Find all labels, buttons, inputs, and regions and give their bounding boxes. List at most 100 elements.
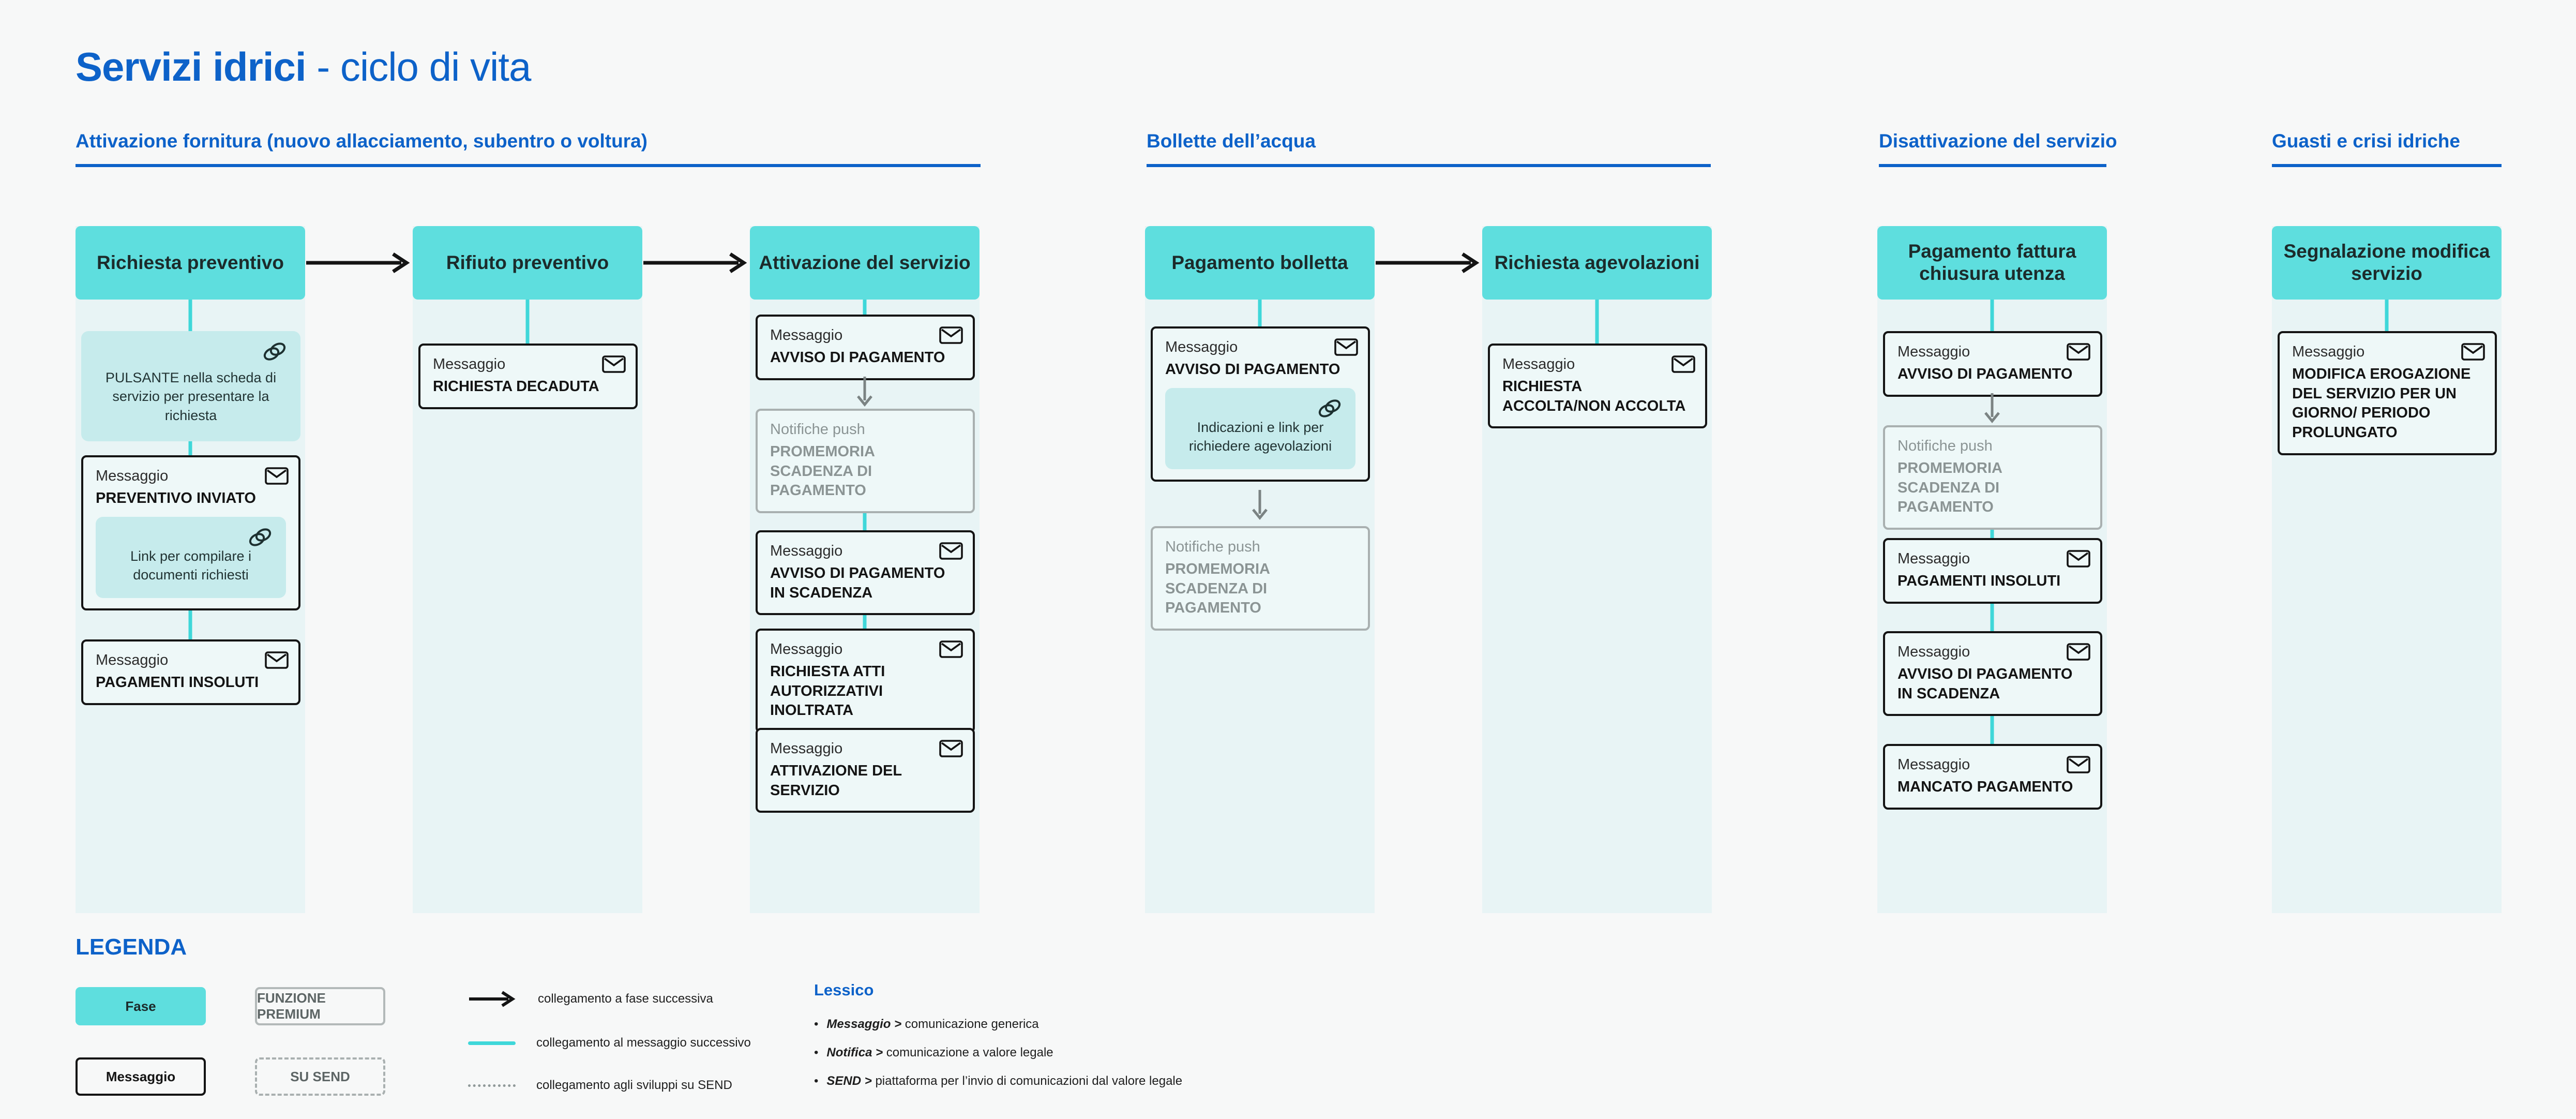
section-underline bbox=[2272, 164, 2502, 167]
message-label: Messaggio bbox=[96, 652, 169, 668]
premium-note: PULSANTE nella scheda di servizio per pr… bbox=[81, 331, 300, 442]
push-label: Notifiche push bbox=[1897, 438, 1993, 454]
envelope-icon bbox=[2067, 343, 2090, 361]
connector-line bbox=[188, 596, 192, 648]
push-label: Notifiche push bbox=[1165, 539, 1260, 555]
message-attivazione-servizio: Messaggio ATTIVAZIONE DEL SERVIZIO bbox=[756, 728, 975, 813]
premium-note-text: PULSANTE nella scheda di servizio per pr… bbox=[105, 370, 277, 423]
message-label: Messaggio bbox=[1165, 339, 1238, 355]
message-avviso-pagamento: Messaggio AVVISO DI PAGAMENTO bbox=[1883, 331, 2102, 397]
legend-messaggio-sample: Messaggio bbox=[76, 1057, 206, 1096]
phase-richiesta-agevolazioni: Richiesta agevolazioni bbox=[1482, 226, 1712, 300]
phase-pagamento-bolletta: Pagamento bolletta bbox=[1145, 226, 1375, 300]
section-header-guasti: Guasti e crisi idriche bbox=[2272, 130, 2460, 152]
column-richiesta-preventivo: Richiesta preventivo PULSANTE nella sche… bbox=[76, 226, 305, 913]
link-note: Indicazioni e link per richiedere agevol… bbox=[1165, 387, 1355, 469]
message-label: Messaggio bbox=[1502, 356, 1575, 372]
message-avviso-pagamento: Messaggio AVVISO DI PAGAMENTO Indicazion… bbox=[1151, 326, 1370, 482]
arrow-down-icon bbox=[1984, 393, 2000, 423]
message-label: Messaggio bbox=[770, 543, 843, 559]
lessico-term: Messaggio > bbox=[826, 1017, 902, 1031]
message-title: AVVISO DI PAGAMENTO bbox=[1897, 366, 2073, 382]
connector-line bbox=[1990, 588, 1994, 640]
lessico-item: Notifica > comunicazione a valore legale bbox=[814, 1046, 1486, 1060]
column-rifiuto-preventivo: Rifiuto preventivo Messaggio RICHIESTA D… bbox=[413, 226, 642, 913]
push-title: PROMEMORIA SCADENZA DI PAGAMENTO bbox=[770, 443, 875, 499]
push-notification-box: Notifiche push PROMEMORIA SCADENZA DI PA… bbox=[1151, 526, 1370, 631]
message-preventivo-inviato: Messaggio PREVENTIVO INVIATO Link per co… bbox=[81, 455, 300, 610]
section-underline bbox=[1879, 164, 2106, 167]
envelope-icon bbox=[602, 355, 626, 373]
lessico-list: Messaggio > comunicazione generica Notif… bbox=[814, 1017, 1486, 1088]
lessico-title: Lessico bbox=[814, 981, 874, 999]
phase-richiesta-preventivo: Richiesta preventivo bbox=[76, 226, 305, 300]
message-label: Messaggio bbox=[770, 327, 843, 344]
envelope-icon bbox=[1671, 355, 1695, 373]
teal-line-sample bbox=[468, 1041, 516, 1045]
column-segnalazione-modifica: Segnalazione modifica servizio Messaggio… bbox=[2272, 226, 2502, 913]
message-avviso-scadenza: Messaggio AVVISO DI PAGAMENTO IN SCADENZ… bbox=[1883, 631, 2102, 717]
legend-fase-sample: Fase bbox=[76, 987, 206, 1025]
message-modifica-erogazione: Messaggio MODIFICA EROGAZIONE DEL SERVIZ… bbox=[2278, 331, 2497, 455]
connector-line bbox=[188, 293, 192, 340]
envelope-icon bbox=[939, 326, 963, 344]
link-icon bbox=[1318, 399, 1341, 417]
page-title: Servizi idrici - ciclo di vita bbox=[76, 43, 531, 91]
link-note-text: Indicazioni e link per richiedere agevol… bbox=[1188, 419, 1332, 454]
dotted-line-sample bbox=[468, 1084, 516, 1087]
message-richiesta-accolta: Messaggio RICHIESTA ACCOLTA/NON ACCOLTA bbox=[1488, 344, 1707, 429]
section-header-bollette: Bollette dell’acqua bbox=[1147, 130, 1316, 152]
message-label: Messaggio bbox=[2292, 344, 2365, 360]
message-title: RICHIESTA DECADUTA bbox=[433, 378, 599, 395]
envelope-icon bbox=[2067, 756, 2090, 773]
envelope-icon bbox=[2461, 343, 2485, 361]
push-label: Notifiche push bbox=[770, 421, 865, 438]
envelope-icon bbox=[939, 740, 963, 757]
message-title: AVVISO DI PAGAMENTO IN SCADENZA bbox=[770, 565, 945, 601]
legend-premium-sample: FUNZIONE PREMIUM bbox=[255, 987, 385, 1025]
message-label: Messaggio bbox=[1897, 550, 1970, 567]
legend-send-sample: SU SEND bbox=[255, 1057, 385, 1096]
legend-connection-label: collegamento a fase successiva bbox=[538, 992, 713, 1006]
legend-connection-label: collegamento al messaggio successivo bbox=[536, 1036, 751, 1050]
column-pagamento-fattura: Pagamento fattura chiusura utenza Messag… bbox=[1877, 226, 2107, 913]
message-title: MANCATO PAGAMENTO bbox=[1897, 779, 2073, 795]
message-title: AVVISO DI PAGAMENTO IN SCADENZA bbox=[1897, 666, 2073, 702]
page-title-bold: Servizi idrici bbox=[76, 44, 307, 89]
message-richiesta-decaduta: Messaggio RICHIESTA DECADUTA bbox=[418, 344, 638, 409]
envelope-icon bbox=[2067, 643, 2090, 661]
column-attivazione-servizio: Attivazione del servizio Messaggio AVVIS… bbox=[750, 226, 980, 913]
message-label: Messaggio bbox=[770, 740, 843, 757]
link-icon bbox=[249, 528, 272, 546]
lessico-def: piattaforma per l’invio di comunicazioni… bbox=[875, 1074, 1183, 1088]
connector-line bbox=[1990, 699, 1994, 751]
lessico-def: comunicazione a valore legale bbox=[886, 1046, 1053, 1060]
connector-line bbox=[1595, 293, 1599, 353]
message-label: Messaggio bbox=[1897, 756, 1970, 773]
message-pagamenti-insoluti: Messaggio PAGAMENTI INSOLUTI bbox=[81, 639, 300, 705]
message-richiesta-atti: Messaggio RICHIESTA ATTI AUTORIZZATIVI I… bbox=[756, 629, 975, 734]
message-pagamenti-insoluti: Messaggio PAGAMENTI INSOLUTI bbox=[1883, 538, 2102, 604]
envelope-icon bbox=[939, 640, 963, 658]
message-title: MODIFICA EROGAZIONE DEL SERVIZIO PER UN … bbox=[2292, 366, 2471, 441]
message-label: Messaggio bbox=[770, 641, 843, 658]
connector-line bbox=[1990, 293, 1994, 340]
column-richiesta-agevolazioni: Richiesta agevolazioni Messaggio RICHIES… bbox=[1482, 226, 1712, 913]
arrow-right-icon bbox=[1376, 252, 1480, 273]
arrow-right-icon bbox=[306, 252, 410, 273]
connector-line bbox=[863, 601, 867, 637]
message-mancato-pagamento: Messaggio MANCATO PAGAMENTO bbox=[1883, 744, 2102, 810]
lessico-item: Messaggio > comunicazione generica bbox=[814, 1017, 1486, 1032]
section-header-attivazione: Attivazione fornitura (nuovo allacciamen… bbox=[76, 130, 648, 152]
message-title: AVVISO DI PAGAMENTO bbox=[1165, 361, 1340, 378]
arrow-down-icon bbox=[1252, 490, 1268, 520]
phase-rifiuto-preventivo: Rifiuto preventivo bbox=[413, 226, 642, 300]
push-notification-box: Notifiche push PROMEMORIA SCADENZA DI PA… bbox=[756, 409, 975, 514]
lessico-item: SEND > piattaforma per l’invio di comuni… bbox=[814, 1074, 1486, 1088]
arrow-right-icon bbox=[469, 991, 516, 1007]
message-title: RICHIESTA ATTI AUTORIZZATIVI INOLTRATA bbox=[770, 663, 885, 719]
message-label: Messaggio bbox=[1897, 344, 1970, 360]
section-header-disattivazione: Disattivazione del servizio bbox=[1879, 130, 2117, 152]
envelope-icon bbox=[265, 651, 289, 669]
